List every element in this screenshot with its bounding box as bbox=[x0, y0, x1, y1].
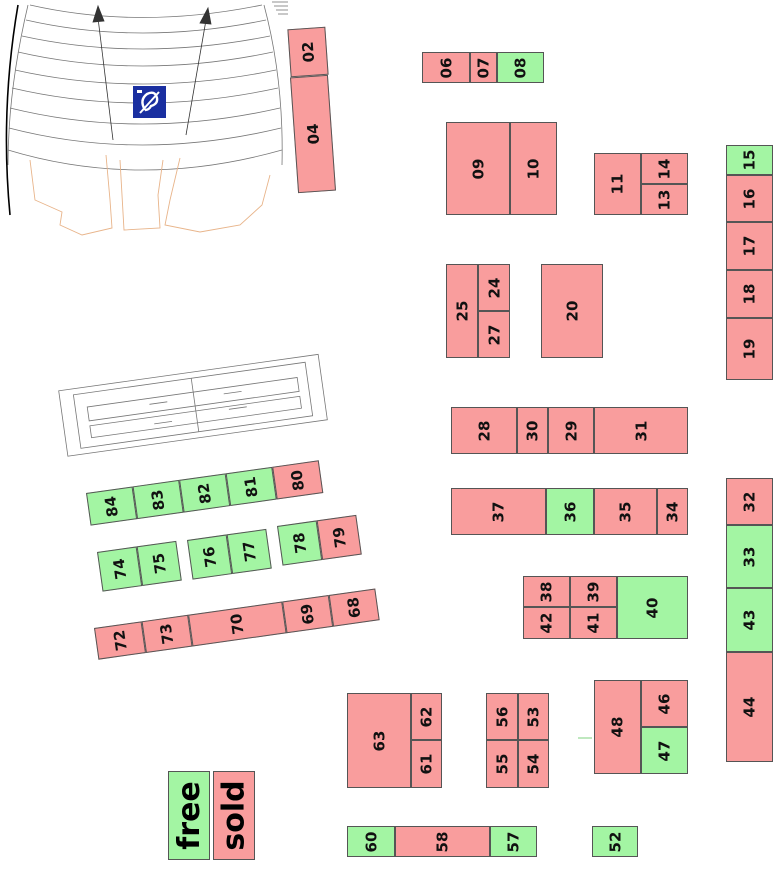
booth-19[interactable]: 19 bbox=[726, 318, 773, 380]
booth-84[interactable]: 84 bbox=[86, 486, 138, 526]
booth-75[interactable]: 75 bbox=[136, 540, 182, 587]
booth-63[interactable]: 63 bbox=[347, 693, 411, 788]
booth-16[interactable]: 16 bbox=[726, 175, 773, 222]
booth-54[interactable]: 54 bbox=[518, 740, 549, 788]
booth-02[interactable]: 02 bbox=[287, 26, 329, 78]
booth-61[interactable]: 61 bbox=[411, 740, 442, 788]
hall-wall bbox=[5, 4, 19, 216]
booth-28[interactable]: 28 bbox=[451, 407, 517, 454]
booth-30[interactable]: 30 bbox=[517, 407, 548, 454]
booth-34[interactable]: 34 bbox=[657, 488, 688, 535]
booth-44[interactable]: 44 bbox=[726, 652, 773, 762]
booth-83[interactable]: 83 bbox=[132, 479, 184, 520]
booth-14[interactable]: 14 bbox=[641, 153, 688, 184]
booth-58[interactable]: 58 bbox=[395, 826, 490, 857]
booth-20[interactable]: 20 bbox=[541, 264, 603, 358]
booth-60[interactable]: 60 bbox=[347, 826, 395, 857]
booth-43[interactable]: 43 bbox=[726, 588, 773, 652]
booth-69[interactable]: 69 bbox=[282, 595, 334, 634]
booth-09[interactable]: 09 bbox=[446, 122, 510, 215]
legend-free: free bbox=[168, 771, 210, 860]
booth-57[interactable]: 57 bbox=[490, 826, 537, 857]
booth-73[interactable]: 73 bbox=[141, 614, 193, 654]
booth-31[interactable]: 31 bbox=[594, 407, 688, 454]
booth-48[interactable]: 48 bbox=[594, 680, 641, 774]
booth-62[interactable]: 62 bbox=[411, 693, 442, 740]
booth-55[interactable]: 55 bbox=[486, 740, 518, 788]
door-marks bbox=[272, 1, 288, 15]
booth-17[interactable]: 17 bbox=[726, 222, 773, 270]
booth-13[interactable]: 13 bbox=[641, 184, 688, 215]
hearing-loop-icon bbox=[133, 86, 166, 118]
booth-18[interactable]: 18 bbox=[726, 270, 773, 318]
booth-25[interactable]: 25 bbox=[446, 264, 478, 358]
booth-39[interactable]: 39 bbox=[570, 576, 617, 607]
booth-81[interactable]: 81 bbox=[225, 466, 277, 507]
booth-79[interactable]: 79 bbox=[316, 514, 362, 561]
booth-52[interactable]: 52 bbox=[592, 826, 638, 857]
booth-11[interactable]: 11 bbox=[594, 153, 641, 215]
booth-07[interactable]: 07 bbox=[470, 52, 497, 83]
booth-15[interactable]: 15 bbox=[726, 145, 773, 175]
booth-24[interactable]: 24 bbox=[478, 264, 510, 311]
booth-37[interactable]: 37 bbox=[451, 488, 546, 535]
booth-42[interactable]: 42 bbox=[523, 607, 570, 639]
booth-46[interactable]: 46 bbox=[641, 680, 688, 727]
booth-74[interactable]: 74 bbox=[97, 546, 143, 592]
booth-80[interactable]: 80 bbox=[272, 460, 324, 500]
booth-68[interactable]: 68 bbox=[328, 588, 380, 627]
booth-36[interactable]: 36 bbox=[546, 488, 594, 535]
booth-76[interactable]: 76 bbox=[187, 534, 233, 580]
booth-41[interactable]: 41 bbox=[570, 607, 617, 639]
booth-47[interactable]: 47 bbox=[641, 727, 688, 774]
legend-sold: sold bbox=[213, 771, 255, 860]
seating-blocks-outline bbox=[29, 154, 271, 236]
booth-27[interactable]: 27 bbox=[478, 311, 510, 358]
booth-33[interactable]: 33 bbox=[726, 525, 773, 588]
booth-53[interactable]: 53 bbox=[518, 693, 549, 740]
booth-72[interactable]: 72 bbox=[94, 621, 146, 660]
stage-platform bbox=[58, 353, 328, 457]
booth-04[interactable]: 04 bbox=[290, 74, 336, 194]
booth-82[interactable]: 82 bbox=[179, 473, 231, 513]
booth-77[interactable]: 77 bbox=[226, 528, 272, 575]
booth-10[interactable]: 10 bbox=[510, 122, 557, 215]
booth-06[interactable]: 06 bbox=[422, 52, 470, 83]
booth-35[interactable]: 35 bbox=[594, 488, 657, 535]
booth-38[interactable]: 38 bbox=[523, 576, 570, 607]
aisle-arrows bbox=[92, 4, 212, 141]
booth-08[interactable]: 08 bbox=[497, 52, 544, 83]
booth-40[interactable]: 40 bbox=[617, 576, 688, 639]
booth-29[interactable]: 29 bbox=[548, 407, 594, 454]
booth-56[interactable]: 56 bbox=[486, 693, 518, 740]
booth-78[interactable]: 78 bbox=[277, 520, 323, 566]
booth-32[interactable]: 32 bbox=[726, 478, 773, 525]
